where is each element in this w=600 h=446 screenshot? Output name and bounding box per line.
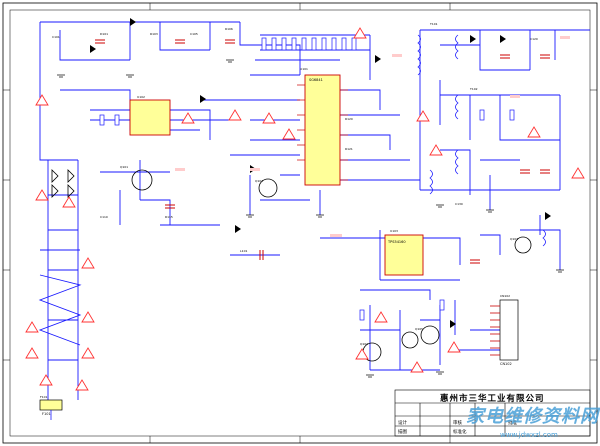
diodes (90, 18, 551, 328)
warning-triangles (25, 27, 585, 391)
label-approve: 批准 (508, 421, 517, 426)
label-design: 设计 (398, 421, 407, 426)
label-review: 审核 (453, 421, 462, 426)
svg-text:Q105: Q105 (415, 327, 423, 331)
bridge-rectifier (51, 169, 75, 198)
svg-text:R121: R121 (345, 147, 353, 151)
svg-text:D101: D101 (100, 32, 108, 36)
svg-text:U102: U102 (137, 95, 145, 99)
svg-text:R106: R106 (225, 27, 233, 31)
svg-text:Q104: Q104 (360, 342, 368, 346)
connector-header (490, 299, 519, 361)
main-ic-label: SG6841 (309, 78, 323, 82)
capacitors (95, 39, 550, 264)
label-trace: 描图 (398, 430, 407, 435)
svg-text:Q102: Q102 (255, 179, 263, 183)
svg-text:T102: T102 (469, 87, 478, 91)
svg-text:CN102: CN102 (500, 294, 510, 298)
small-ic-left (129, 99, 171, 136)
svg-text:L101: L101 (240, 249, 247, 253)
main-ic (297, 74, 348, 186)
connector-label: CN102 (500, 362, 512, 366)
transistors (131, 169, 532, 362)
svg-text:R103: R103 (150, 32, 158, 36)
label-standard: 标准化 (453, 430, 467, 435)
grid-ticks (3, 3, 597, 443)
regulator-ic (384, 234, 424, 276)
svg-text:C101: C101 (52, 35, 60, 39)
svg-text:Q101: Q101 (120, 165, 128, 169)
svg-text:U101: U101 (300, 67, 308, 71)
svg-text:Q103: Q103 (510, 237, 518, 241)
title-block-frame (394, 389, 591, 437)
svg-text:R115: R115 (165, 215, 173, 219)
watermark-text: 家电维修资料网 (466, 406, 599, 427)
transformers (417, 34, 546, 247)
svg-text:U103: U103 (390, 229, 398, 233)
fuse-label: F101 (42, 412, 51, 416)
svg-text:T101: T101 (429, 22, 438, 26)
svg-text:C105: C105 (190, 32, 198, 36)
resistor-bank (99, 37, 515, 321)
watermark-url: www.jdwxzl.com (500, 431, 558, 439)
svg-text:C120: C120 (530, 37, 538, 41)
wires (38, 21, 590, 410)
svg-text:F101: F101 (40, 395, 48, 399)
net-labels (175, 36, 570, 237)
regulator-ic-label: TPS54160 (388, 240, 406, 244)
svg-text:C130: C130 (455, 202, 463, 206)
company-name: 惠州市三华工业有限公司 (440, 394, 545, 404)
svg-text:R120: R120 (345, 117, 353, 121)
input-fuse (39, 399, 63, 420)
ground-symbols (57, 59, 564, 378)
svg-text:C110: C110 (100, 215, 108, 219)
